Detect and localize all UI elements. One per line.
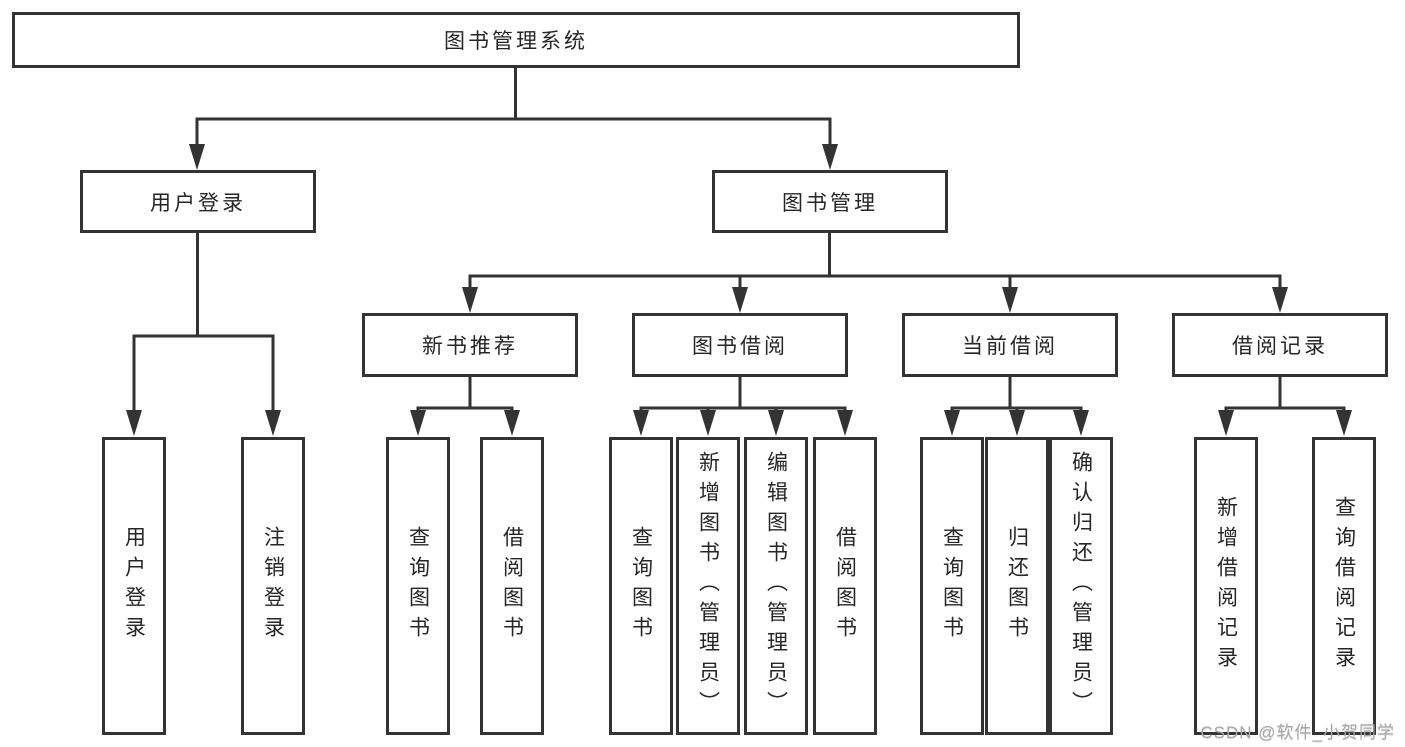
arrow-down-icon: [1336, 410, 1352, 436]
node-label: 当前借阅: [962, 335, 1058, 358]
node-label: 注销登录: [261, 526, 285, 646]
node-label: 新书推荐: [422, 335, 518, 358]
node-query-books-borrow: 查询图书: [609, 437, 673, 735]
node-label: 借阅记录: [1232, 335, 1328, 358]
node-confirm-return-admin: 确认归还（管理员）: [1049, 437, 1113, 735]
node-label: 编辑图书（管理员）: [764, 451, 788, 721]
arrow-down-icon: [1218, 410, 1234, 436]
node-query-books-current: 查询图书: [920, 437, 984, 735]
watermark-text: CSDN @软件_小贺同学: [1200, 723, 1395, 742]
arrow-down-icon: [265, 410, 281, 436]
arrow-down-icon: [126, 410, 142, 436]
connector-current-borrow-branch: [944, 377, 1089, 436]
arrow-down-icon: [462, 287, 478, 313]
node-add-borrow-record: 新增借阅记录: [1194, 437, 1258, 735]
arrow-down-icon: [1272, 287, 1288, 313]
node-root-label: 图书管理系统: [444, 30, 588, 53]
arrow-down-icon: [189, 144, 205, 170]
node-borrow-records: 借阅记录: [1172, 313, 1388, 377]
arrow-down-icon: [732, 287, 748, 313]
node-label: 用户登录: [122, 526, 146, 646]
connector-user-login-branch: [126, 233, 281, 436]
node-user-login-branch: 用户登录: [80, 170, 316, 233]
node-label: 新增借阅记录: [1214, 496, 1238, 676]
node-logout: 注销登录: [241, 437, 305, 735]
node-label: 查询图书: [629, 526, 653, 646]
node-label: 用户登录: [150, 191, 246, 215]
node-label: 图书管理: [782, 191, 878, 215]
node-query-books-recommend: 查询图书: [386, 437, 450, 735]
node-label: 归还图书: [1005, 526, 1029, 646]
node-label: 查询图书: [406, 526, 430, 646]
node-borrow-books-recommend: 借阅图书: [480, 437, 544, 735]
node-label: 图书借阅: [692, 335, 788, 358]
arrow-down-icon: [700, 410, 716, 436]
arrow-down-icon: [1009, 410, 1025, 436]
node-label: 查询借阅记录: [1332, 496, 1356, 676]
arrow-down-icon: [633, 410, 649, 436]
arrow-down-icon: [768, 410, 784, 436]
node-add-book-admin: 新增图书（管理员）: [676, 437, 740, 735]
arrow-down-icon: [504, 410, 520, 436]
node-new-book-recommend: 新书推荐: [362, 313, 578, 377]
node-edit-book-admin: 编辑图书（管理员）: [744, 437, 808, 735]
node-return-book: 归还图书: [985, 437, 1049, 735]
node-query-borrow-record: 查询借阅记录: [1312, 437, 1376, 735]
arrow-down-icon: [822, 144, 838, 170]
node-user-login: 用户登录: [102, 437, 166, 735]
connector-book-management-branch: [462, 233, 1288, 313]
connector-book-borrow-branch: [633, 377, 853, 436]
node-book-management-branch: 图书管理: [712, 170, 948, 233]
node-label: 查询图书: [940, 526, 964, 646]
node-borrow-books: 借阅图书: [813, 437, 877, 735]
connector-new-book-recommend-branch: [410, 377, 520, 436]
arrow-down-icon: [1002, 287, 1018, 313]
connector-root-to-level2: [189, 68, 838, 170]
arrow-down-icon: [1073, 410, 1089, 436]
node-label: 确认归还（管理员）: [1069, 451, 1093, 721]
connector-borrow-records-branch: [1218, 377, 1352, 436]
node-current-borrow: 当前借阅: [902, 313, 1118, 377]
node-label: 借阅图书: [500, 526, 524, 646]
arrow-down-icon: [410, 410, 426, 436]
arrow-down-icon: [944, 410, 960, 436]
node-book-borrow: 图书借阅: [632, 313, 848, 377]
node-label: 新增图书（管理员）: [696, 451, 720, 721]
node-root: 图书管理系统: [12, 12, 1020, 68]
node-label: 借阅图书: [833, 526, 857, 646]
arrow-down-icon: [837, 410, 853, 436]
